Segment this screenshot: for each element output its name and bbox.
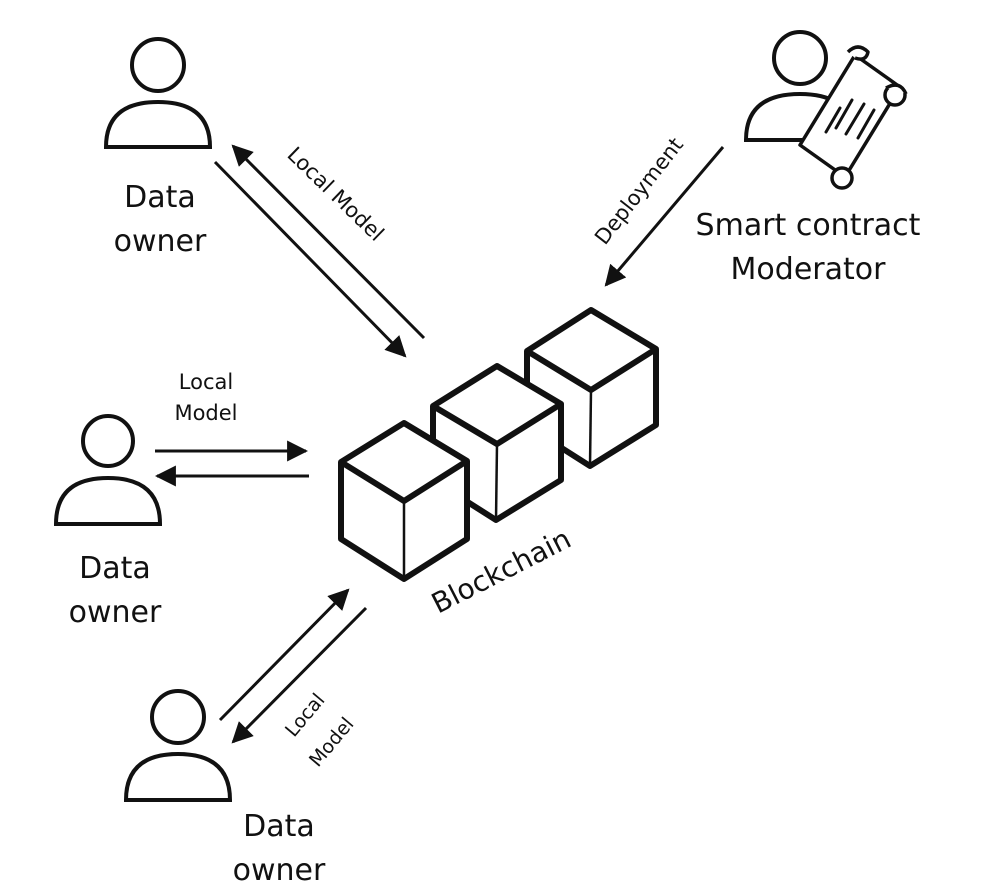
data-owner-middle-label-line2: owner [69,595,162,630]
person-icon [53,414,163,526]
edge-middle-label-line1: Local [179,370,233,394]
arrow-to-owner [231,606,368,744]
data-owner-top-label-line2: owner [114,224,207,259]
arrow-to-blockchain [213,160,407,358]
arrow-to-blockchain [218,588,350,722]
data-owner-middle: Data owner [53,414,163,630]
edge-top-label: Local Model [283,142,389,246]
cube-front [338,420,470,582]
data-owner-bottom-label-line2: owner [233,853,326,888]
edge-top: Local Model [213,142,426,358]
edge-bottom: Local Model [218,588,368,771]
scroll-icon [798,45,908,190]
person-icon [123,689,233,802]
data-owner-bottom-label-line1: Data [243,809,315,844]
edge-middle: Local Model [154,370,309,487]
arrow-to-blockchain [604,146,725,287]
data-owner-middle-label-line1: Data [79,551,151,586]
moderator-label-line1: Smart contract [696,208,921,243]
data-owner-bottom: Data owner [123,689,326,888]
person-with-scroll-icon [743,30,908,190]
blockchain: Blockchain [338,307,659,620]
edge-middle-label-line2: Model [174,401,237,425]
moderator-label-line2: Moderator [731,252,887,287]
arrow-to-owner [231,144,426,340]
three-cubes-icon [338,307,659,582]
data-owner-top: Data owner [103,37,213,259]
edge-bottom-label-line1: Local [281,689,330,741]
person-icon [103,37,213,149]
data-owner-top-label-line1: Data [124,180,196,215]
edge-moderator-label: Deployment [590,133,688,249]
smart-contract-moderator: Smart contract Moderator [696,30,921,287]
